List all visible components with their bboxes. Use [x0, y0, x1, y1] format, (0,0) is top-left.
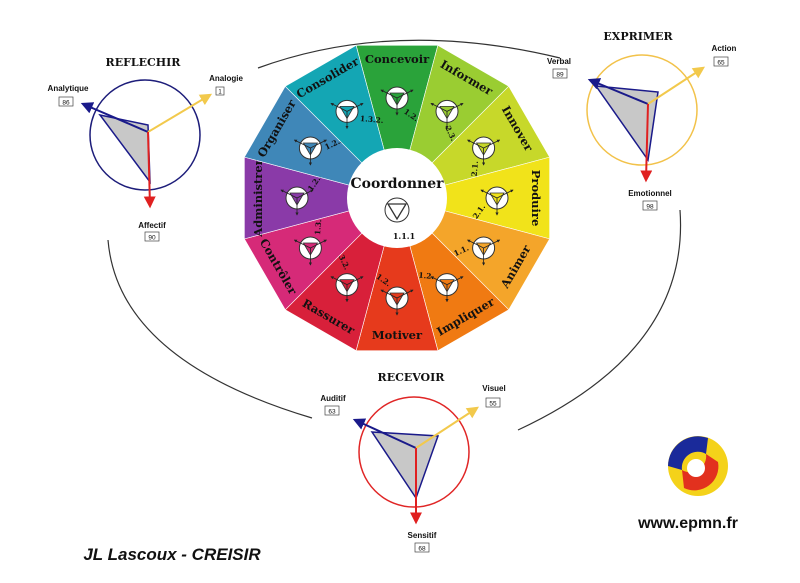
center-radar-icon: [384, 197, 410, 223]
recevoir-value2-box: [485, 397, 501, 408]
exprimer-value1-box: [552, 68, 568, 79]
reflechir-axis-analogie: [147, 93, 213, 133]
wheel-radar-icon: [480, 186, 514, 216]
wheel-radar-icon: [293, 136, 327, 166]
reflechir-label-analogie: Analogie: [209, 74, 243, 83]
recevoir-radar-area: [370, 431, 440, 500]
exprimer-axis-action: [647, 66, 706, 105]
radar-recevoir: RECEVOIR Auditif 63 Visuel 55 Sensitif 6…: [320, 371, 505, 553]
wheel-radar-icon: [280, 186, 314, 216]
exprimer-title: EXPRIMER: [603, 30, 673, 43]
exprimer-label-emotionnel: Emotionnel: [628, 189, 672, 198]
recevoir-value3: 68: [418, 546, 426, 553]
wheel-radar-icon: [330, 99, 364, 130]
recevoir-value1-box: [324, 405, 340, 416]
recevoir-value2: 55: [489, 401, 497, 408]
wheel-code: 2.2.1.: [469, 161, 480, 185]
exprimer-radar-area: [594, 85, 659, 162]
wheel-code: 1.3.2.: [360, 114, 384, 125]
exprimer-value2: 65: [717, 60, 725, 67]
exprimer-value2-box: [713, 56, 729, 67]
wheel-radar-icon: [467, 236, 501, 266]
reflechir-value3: 90: [148, 235, 156, 242]
reflechir-value2-box: [215, 86, 225, 96]
epmn-logo: [668, 436, 728, 496]
exprimer-axis-emotionnel: [640, 103, 653, 183]
wheel-label-administrer: Administrer: [251, 158, 265, 237]
connector-arc-top: [257, 39, 561, 69]
reflechir-label-affectif: Affectif: [138, 221, 166, 230]
reflechir-axis-analytique: [80, 102, 149, 133]
exprimer-label-action: Action: [712, 44, 737, 53]
exprimer-label-verbal: Verbal: [547, 57, 571, 66]
recevoir-label-visuel: Visuel: [482, 384, 505, 393]
wheel-label-produire: Produire: [529, 170, 543, 227]
center-label: Coordonner: [351, 176, 445, 192]
exprimer-value1: 89: [556, 72, 564, 79]
reflechir-value2: 1: [218, 90, 222, 96]
wheel-radar-icon: [330, 273, 364, 303]
wheel-radar-icon: [430, 273, 464, 303]
connector-arc-right: [517, 209, 682, 431]
wheel-label-motiver: Motiver: [372, 328, 423, 342]
exprimer-value3: 98: [646, 204, 654, 211]
recevoir-label-sensitif: Sensitif: [408, 531, 437, 540]
recevoir-axis-visuel: [415, 406, 480, 449]
recevoir-title: RECEVOIR: [378, 371, 446, 384]
footer-website[interactable]: www.epmn.fr: [637, 515, 738, 532]
reflechir-title: REFLECHIR: [106, 56, 182, 69]
wheel-radar-icon: [467, 136, 501, 166]
competency-wheel: Concevoir1.2.1.Informer2.3.1.Innover2.2.…: [243, 44, 551, 352]
reflechir-value1: 86: [62, 100, 70, 107]
wheel-radar-icon: [380, 286, 414, 316]
exprimer-axis-verbal: [587, 78, 649, 105]
wheel-code: 1.3.1.: [313, 211, 324, 235]
reflechir-value3-box: [144, 231, 160, 242]
footer-author: JL Lascoux - CREISIR: [83, 545, 261, 564]
radar-exprimer: EXPRIMER Verbal 89 Action 65 Emotionnel …: [547, 30, 737, 211]
recevoir-label-auditif: Auditif: [320, 394, 346, 403]
radar-reflechir: REFLECHIR Analytique 86 Analogie 1 Affec…: [48, 56, 244, 242]
recevoir-value1: 63: [328, 409, 336, 416]
wheel-radar-icon: [380, 86, 414, 116]
connector-arc-left: [107, 239, 313, 419]
wheel-label-concevoir: Concevoir: [365, 52, 430, 66]
reflechir-label-analytique: Analytique: [48, 84, 89, 93]
reflechir-axis-affectif: [143, 131, 156, 209]
reflechir-value1-box: [58, 96, 74, 107]
recevoir-axis-auditif: [352, 418, 417, 449]
exprimer-value3-box: [642, 200, 658, 211]
center-code: 1.1.1: [393, 231, 415, 241]
recevoir-value3-box: [414, 542, 430, 553]
wheel-radar-icon: [293, 236, 327, 266]
wheel-radar-icon: [430, 99, 464, 130]
wheel-code: 3.1.2.: [410, 270, 434, 281]
